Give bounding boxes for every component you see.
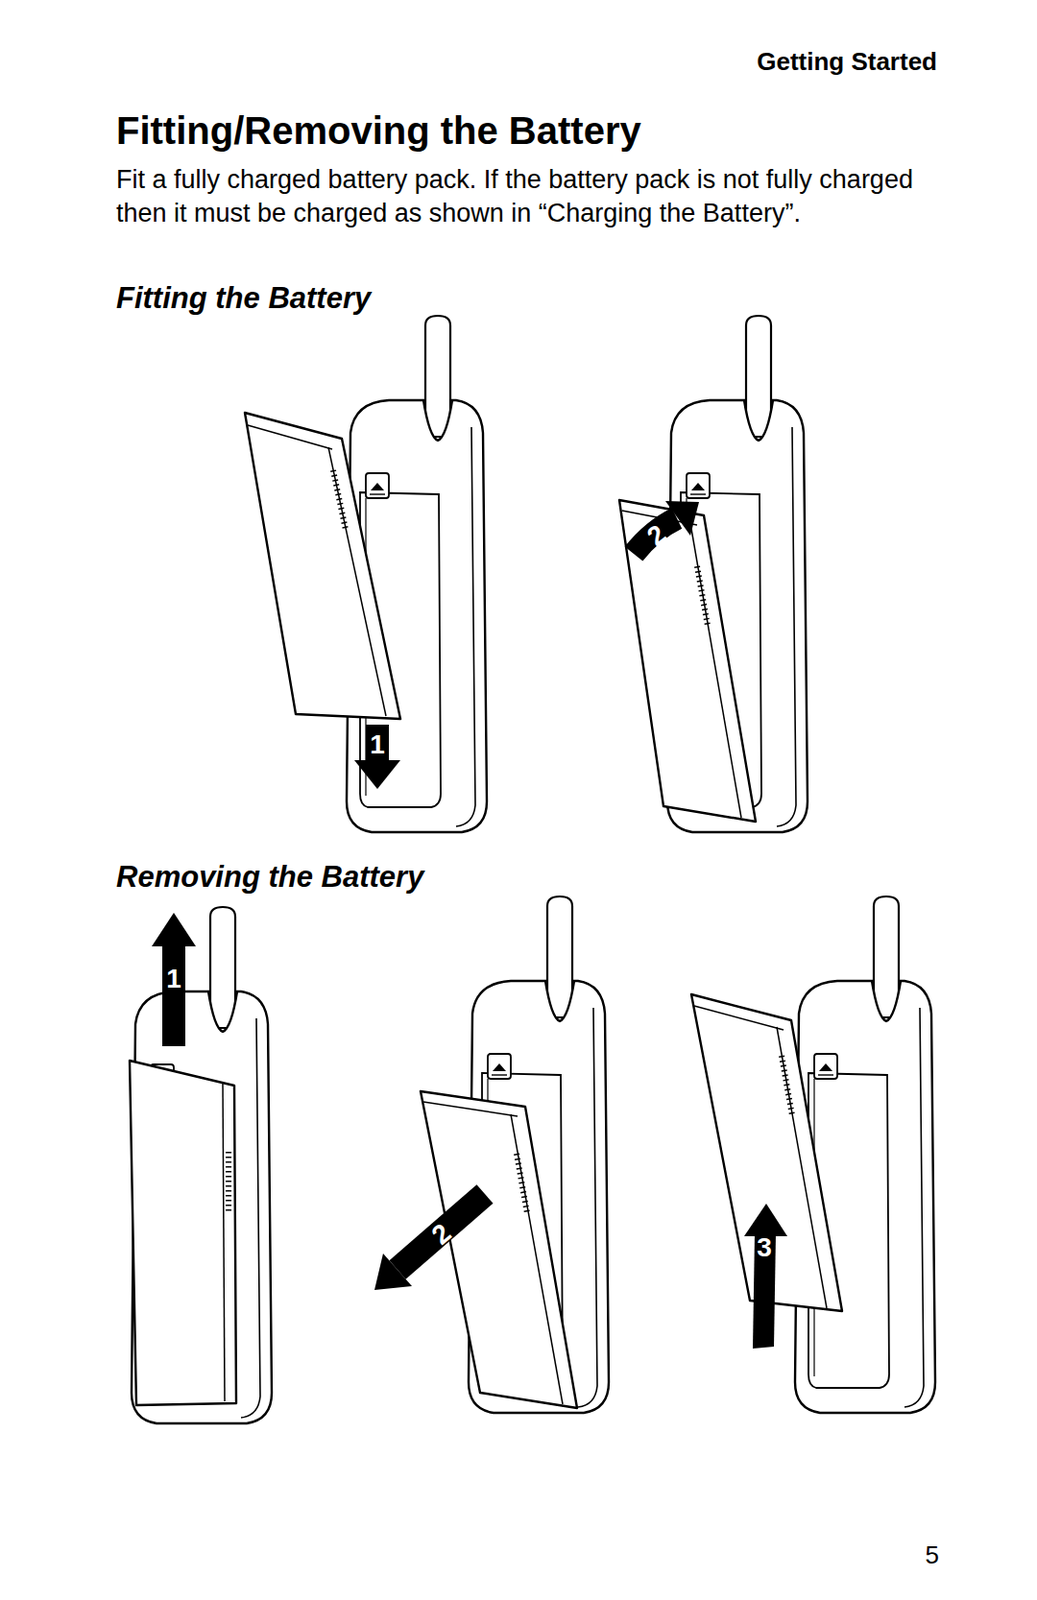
arrow [744,1204,788,1350]
running-header: Getting Started [756,46,938,77]
arrow [151,913,196,1047]
section-heading: Removing the Battery [116,859,424,896]
battery-pack [420,1091,578,1409]
callout-number: 1 [369,730,386,760]
callout-number: 3 [756,1233,772,1263]
arrow [354,724,401,790]
arrow [633,501,700,555]
section-heading: Fitting the Battery [116,280,371,317]
callout-number: 1 [166,964,182,994]
handset [795,896,936,1414]
page-number: 5 [925,1540,940,1571]
page-title: Fitting/Removing the Battery [116,107,642,154]
battery-pack [244,412,401,720]
battery-pack [129,1061,237,1406]
battery-pack [619,500,756,822]
arrow [374,1194,485,1291]
body-text: Fit a fully charged battery pack. If the… [116,163,914,231]
